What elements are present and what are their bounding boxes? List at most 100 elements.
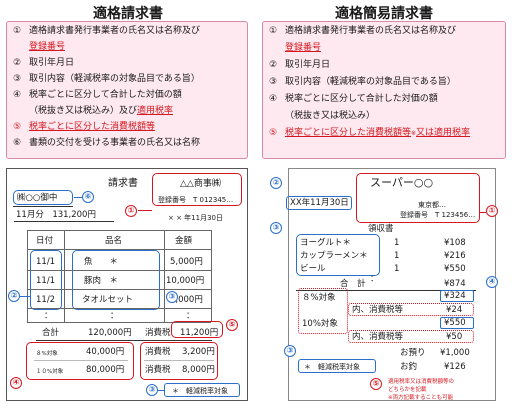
table-bottom xyxy=(27,322,211,323)
footnote-1: 適用税率又は消費税額等の xyxy=(388,379,455,385)
receipt-total-value: ¥874 xyxy=(444,279,466,289)
row1-item: 魚 ＊ xyxy=(84,257,119,267)
right-req-1b: 登録番号 xyxy=(285,43,322,53)
r10-tax-box xyxy=(348,330,474,343)
right-panel-title: 適格簡易請求書 xyxy=(335,6,433,22)
receipt-document xyxy=(288,168,496,401)
paid-label: お預り xyxy=(400,348,426,358)
tax-total-box xyxy=(171,321,223,338)
r-badge-3: ③ xyxy=(270,222,282,234)
badge-3b: ③ xyxy=(146,384,158,396)
r10-label: 10%対象 xyxy=(302,319,338,329)
total-value: 120,000円 xyxy=(88,328,132,338)
store-address: 東京都… xyxy=(418,201,446,209)
row3-line xyxy=(27,308,211,309)
rate8-value: 40,000円 xyxy=(86,347,125,357)
rate10-label: １０%対象 xyxy=(36,369,64,375)
change-label: お釣 xyxy=(400,362,418,372)
table-dots-3: ： xyxy=(186,311,195,321)
total-label: 合計 xyxy=(42,328,60,338)
col-amount-header: 金額 xyxy=(175,236,193,246)
item3-name: ビール xyxy=(300,264,326,274)
right-req-4b: （税抜き又は税込み） xyxy=(285,111,376,121)
item3-price: ¥550 xyxy=(444,264,466,274)
tax-label: 消費税 xyxy=(145,328,171,338)
items-box xyxy=(296,234,380,276)
badge-6: ⑥ xyxy=(82,191,94,203)
r10-value-box xyxy=(440,317,474,329)
badge-5: ⑤ xyxy=(226,319,238,331)
customer-name: ㈱○○御中 xyxy=(17,193,58,203)
row1-amount: 5,000円 xyxy=(170,257,203,267)
r8-value: ¥324 xyxy=(444,291,466,301)
row2-item: 豚肉 ＊ xyxy=(84,276,119,286)
store-name: スーパー○○ xyxy=(370,176,434,189)
table-dots-2: ： xyxy=(110,311,119,321)
rate-tax-box xyxy=(140,342,218,380)
rate8-label: ８%対象 xyxy=(36,351,58,357)
r-arrow-1 xyxy=(480,212,486,213)
issuer-box xyxy=(152,173,242,206)
note-text: ＊ 軽減税率対象 xyxy=(172,387,228,395)
item2-qty: 1 xyxy=(394,251,400,261)
r8-label: ８%対象 xyxy=(302,293,336,303)
receipt-heading: 領収書 xyxy=(368,224,394,234)
rate10-value: 80,000円 xyxy=(86,365,125,375)
item2-price: ¥216 xyxy=(444,251,466,261)
rate-labels-box xyxy=(298,288,348,334)
r-badge-5: ⑤ xyxy=(370,378,382,390)
r-badge-4: ④ xyxy=(486,276,498,288)
badge-3: ③ xyxy=(166,291,178,303)
footnote-3: ※両方記載することも可能 xyxy=(388,395,454,401)
r10-tax: ¥50 xyxy=(446,332,463,342)
issuer-company: △△商事㈱ xyxy=(180,179,221,189)
tax-value: 11,200円 xyxy=(180,328,219,338)
left-req-1b: 登録番号 xyxy=(29,42,66,52)
tax8-line xyxy=(144,360,214,361)
table-col1 xyxy=(64,230,65,322)
row3-item: タオルセット xyxy=(82,295,134,305)
row2-amount: 10,000円 xyxy=(166,276,205,286)
invoice-heading: 請求書 xyxy=(108,178,138,189)
change-value: ¥126 xyxy=(444,362,466,372)
invoice-period: 11月分 131,200円 xyxy=(16,210,96,220)
badge-2: ② xyxy=(8,290,20,302)
rate8-line xyxy=(34,360,128,361)
date-col-box xyxy=(30,250,62,310)
r8-value-box xyxy=(440,290,474,302)
table-left xyxy=(27,230,28,322)
item2-name: カップラーメン＊ xyxy=(300,251,368,261)
table-col2 xyxy=(164,230,165,322)
r-badge-2: ② xyxy=(270,177,282,189)
row1-date: 11/1 xyxy=(36,257,56,267)
row2-date: 11/1 xyxy=(36,276,56,286)
table-top xyxy=(27,230,211,231)
item1-price: ¥108 xyxy=(444,238,466,248)
receipt-date: XX年11月30日 xyxy=(290,198,349,208)
r-badge-3b: ③ xyxy=(284,345,296,357)
r8-tax-box xyxy=(348,303,474,316)
arrow-2 xyxy=(20,296,30,297)
item3-qty: 1 xyxy=(394,264,400,274)
tax10-value: 8,000円 xyxy=(182,365,215,375)
arrow-1 xyxy=(138,210,152,211)
tax8-value: 3,200円 xyxy=(182,347,215,357)
col-date-header: 日付 xyxy=(36,236,54,246)
item1-qty: 1 xyxy=(394,238,400,248)
footnote-2: どちらかを記載 xyxy=(388,387,427,393)
r-badge-1: ① xyxy=(486,205,498,217)
row1-line xyxy=(27,270,211,271)
row2-line xyxy=(27,289,211,290)
r10-value: ¥550 xyxy=(444,318,466,328)
store-reg: 登録番号 T 123456… xyxy=(400,211,476,219)
left-req-4b: （税抜き又は税込み）及び適用税率 xyxy=(29,106,174,116)
